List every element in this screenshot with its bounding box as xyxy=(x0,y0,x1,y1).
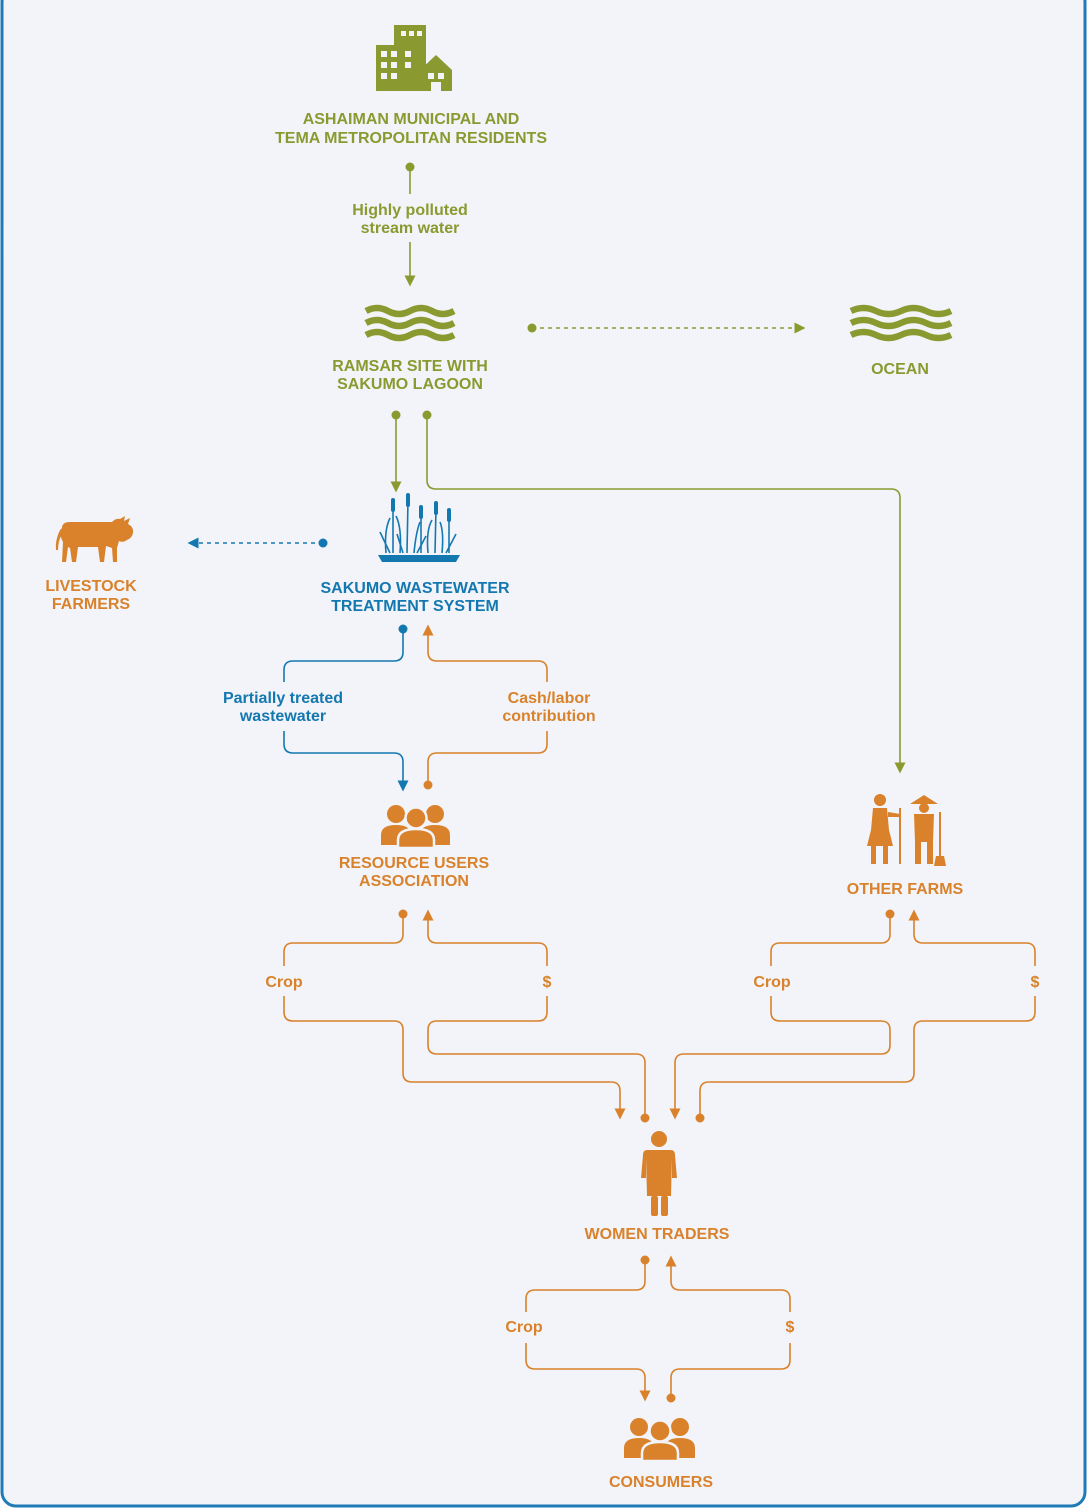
association-label-line2: ASSOCIATION xyxy=(359,873,469,890)
flow-treatment-to-livestock xyxy=(187,537,328,549)
cow-icon xyxy=(55,516,134,562)
flow-association-money xyxy=(422,909,650,1123)
ramsar-label-line2: SAKUMO LAGOON xyxy=(337,376,483,393)
waves-icon xyxy=(364,304,456,342)
city-buildings-icon xyxy=(376,25,452,91)
association-money-label: $ xyxy=(543,974,552,991)
connectors xyxy=(187,162,1036,1403)
partially-treated-label-line2: wastewater xyxy=(239,708,326,725)
farmers-icon xyxy=(867,794,946,866)
traders-money-label: $ xyxy=(786,1319,795,1336)
group-of-people-icon xyxy=(381,805,450,850)
cash-labor-label-line2: contribution xyxy=(502,708,595,725)
waves-icon xyxy=(849,304,953,342)
treatment-label-line2: TREATMENT SYSTEM xyxy=(331,598,499,615)
other-farms-money-label: $ xyxy=(1031,974,1040,991)
flow-traders-money xyxy=(665,1255,791,1403)
woman-icon xyxy=(641,1131,677,1216)
flow-association-crop xyxy=(283,909,626,1120)
wetland-reeds-icon xyxy=(378,493,460,562)
polluted-water-label-line2: stream water xyxy=(361,220,460,237)
treatment-label-line1: SAKUMO WASTEWATER xyxy=(320,580,509,597)
flow-ramsar-to-treatment xyxy=(390,410,402,493)
residents-label-line1: ASHAIMAN MUNICIPAL AND xyxy=(303,111,520,128)
flow-ramsar-to-other-farms xyxy=(422,410,906,774)
traders-crop-label: Crop xyxy=(505,1319,543,1336)
group-of-people-icon xyxy=(624,1418,695,1463)
flow-ramsar-to-ocean xyxy=(527,322,806,334)
livestock-label-line1: LIVESTOCK xyxy=(45,578,137,595)
flow-cash-labor-contribution xyxy=(422,624,548,790)
consumers-label: CONSUMERS xyxy=(609,1474,713,1491)
other-farms-crop-label: Crop xyxy=(753,974,791,991)
ocean-label: OCEAN xyxy=(871,361,929,378)
polluted-water-label-line1: Highly polluted xyxy=(352,202,468,219)
flow-other-farms-crop xyxy=(669,909,895,1120)
association-label-line1: RESOURCE USERS xyxy=(339,855,490,872)
cash-labor-label-line1: Cash/labor xyxy=(508,690,591,707)
association-crop-label: Crop xyxy=(265,974,303,991)
residents-label-line2: TEMA METROPOLITAN RESIDENTS xyxy=(275,130,547,147)
ramsar-label-line1: RAMSAR SITE WITH xyxy=(332,358,488,375)
other-farms-label: OTHER FARMS xyxy=(847,881,964,898)
flow-traders-crop xyxy=(525,1255,651,1402)
flow-other-farms-money xyxy=(695,909,1036,1123)
livestock-label-line2: FARMERS xyxy=(52,596,131,613)
partially-treated-label-line1: Partially treated xyxy=(223,690,343,707)
flow-polluted-water xyxy=(404,162,416,287)
women-traders-label: WOMEN TRADERS xyxy=(585,1226,730,1243)
flow-partially-treated-wastewater xyxy=(283,624,409,792)
